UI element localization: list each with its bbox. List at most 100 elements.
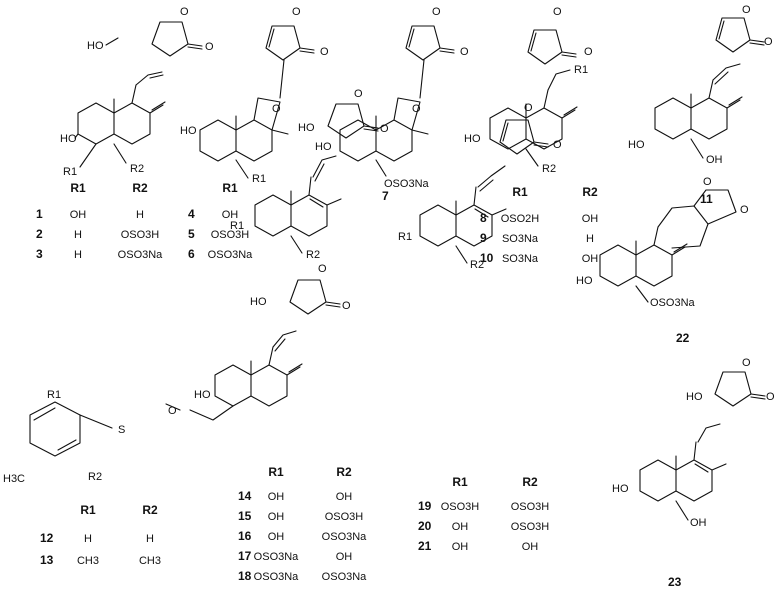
- r2-value: H: [136, 209, 144, 221]
- compound-number: 5: [188, 227, 195, 241]
- carbonyl-oxygen-label: O: [320, 46, 329, 58]
- hydroxy-label: HO: [686, 391, 703, 403]
- r1-column-header: R1: [512, 185, 528, 199]
- carbonyl-oxygen-label: O: [205, 41, 214, 53]
- compound-number: 6: [188, 247, 195, 261]
- carbonyl-oxygen-label: O: [460, 46, 469, 58]
- structure-1-3: O O HO HO R1 R2: [60, 6, 214, 178]
- r1-column-header: R1: [268, 465, 284, 479]
- r2-value: OSO3Na: [322, 531, 368, 543]
- compound-number: 8: [480, 211, 487, 225]
- r2-substituent-label: R2: [470, 259, 484, 271]
- hydroxy-label: HO: [298, 122, 315, 134]
- compound-number: 7: [382, 189, 389, 203]
- sulfate-sodium-label: OSO3Na: [384, 178, 430, 190]
- sulfate-sodium-label: OSO3Na: [650, 297, 696, 309]
- hydroxy-label: HO: [250, 296, 267, 308]
- compound-number: 11: [700, 192, 713, 206]
- ring-oxygen-label: O: [742, 4, 751, 16]
- ring-oxygen-label: O: [553, 6, 562, 18]
- r1-value: OH: [222, 209, 239, 221]
- r2-value: OH: [582, 253, 599, 265]
- hydroxy-label: HO: [194, 389, 211, 401]
- ring-oxygen-label: O: [742, 357, 751, 369]
- compound-number: 4: [188, 207, 195, 221]
- r1-value: OH: [70, 209, 87, 221]
- r1-value: SO3Na: [502, 233, 539, 245]
- r2-value: H: [586, 233, 594, 245]
- hydroxy-label: HO: [464, 133, 481, 145]
- hydroxy-label: HO: [628, 139, 645, 151]
- r2-value: OSO3Na: [118, 249, 164, 261]
- structure-22: O O HO OSO3Na: [576, 176, 749, 309]
- carbonyl-oxygen-label: O: [553, 139, 562, 151]
- r1-substituent-label: R1: [47, 389, 61, 401]
- r1-column-header: R1: [80, 503, 96, 517]
- structure-8-10: R1 O O HO R2: [464, 6, 593, 175]
- r1-value: OH: [268, 511, 285, 523]
- r1-value: OSO3Na: [254, 571, 300, 583]
- ring-oxygen-label: O: [432, 6, 441, 18]
- r2-value: CH3: [139, 555, 161, 567]
- r2-column-header: R2: [582, 185, 598, 199]
- carbonyl-oxygen-label: O: [766, 391, 775, 403]
- r2-column-header: R2: [132, 181, 148, 195]
- compound-number: 10: [480, 251, 494, 265]
- r2-column-header: R2: [336, 465, 352, 479]
- r1-value: OSO3H: [211, 229, 250, 241]
- structure-19-21: O O R1 R2: [398, 102, 562, 271]
- r2-value: OSO3H: [121, 229, 160, 241]
- hydroxy-label: OH: [690, 517, 707, 529]
- compound-number: 16: [238, 529, 252, 543]
- compound-number: 21: [418, 539, 432, 553]
- compound-number: 13: [40, 553, 54, 567]
- structure-4-6: O O O HO R1: [180, 6, 329, 185]
- r1-value: CH3: [77, 555, 99, 567]
- compound-number: 2: [36, 227, 43, 241]
- r2-value: OH: [522, 541, 539, 553]
- ether-oxygen-label: O: [272, 103, 281, 115]
- r2-value: H: [146, 533, 154, 545]
- r2-column-header: R2: [142, 503, 158, 517]
- ring-oxygen-label: O: [740, 204, 749, 216]
- r2-substituent-label: R2: [306, 249, 320, 261]
- carbonyl-oxygen-label: O: [703, 176, 712, 188]
- compound-number: 14: [238, 489, 252, 503]
- carbonyl-oxygen-label: O: [764, 36, 773, 48]
- compound-number: 15: [238, 509, 252, 523]
- r1-value: OSO3H: [441, 501, 480, 513]
- r2-value: OSO3H: [511, 521, 550, 533]
- compound-number: 22: [676, 331, 690, 345]
- carbonyl-oxygen-label: O: [342, 300, 351, 312]
- compound-number: 3: [36, 247, 43, 261]
- structure-14-18: O O HO R1 R2: [230, 88, 389, 261]
- r1-value: OH: [268, 531, 285, 543]
- r2-value: OSO3Na: [322, 571, 368, 583]
- r1-value: SO3Na: [502, 253, 539, 265]
- hydroxy-label: HO: [315, 141, 332, 153]
- hydroxy-label: HO: [180, 125, 197, 137]
- structure-7: O O O HO OSO3Na: [315, 6, 469, 190]
- sulfur-label: S: [118, 424, 125, 436]
- carbonyl-oxygen-label: O: [584, 46, 593, 58]
- r2-value: OH: [336, 491, 353, 503]
- ring-oxygen-label: O: [292, 6, 301, 18]
- hydroxy-label: HO: [87, 40, 104, 52]
- ring-oxygen-label: O: [354, 88, 363, 100]
- r2-value: OSO3H: [511, 501, 550, 513]
- structure-12-13: O O HO HO O S R1 R2 H3C: [3, 263, 351, 485]
- r1-column-header: R1: [222, 181, 238, 195]
- r1-value: OH: [452, 541, 469, 553]
- r1-column-header: R1: [452, 475, 468, 489]
- r1-value: OH: [452, 521, 469, 533]
- r1-substituent-label: R1: [63, 166, 77, 178]
- ester-oxygen-label: O: [168, 405, 177, 417]
- compound-number: 19: [418, 499, 432, 513]
- compound-number: 20: [418, 519, 432, 533]
- r1-value: H: [84, 533, 92, 545]
- r1-value: OSO2H: [501, 213, 540, 225]
- compound-number: 18: [238, 569, 252, 583]
- ring-oxygen-label: O: [318, 263, 327, 275]
